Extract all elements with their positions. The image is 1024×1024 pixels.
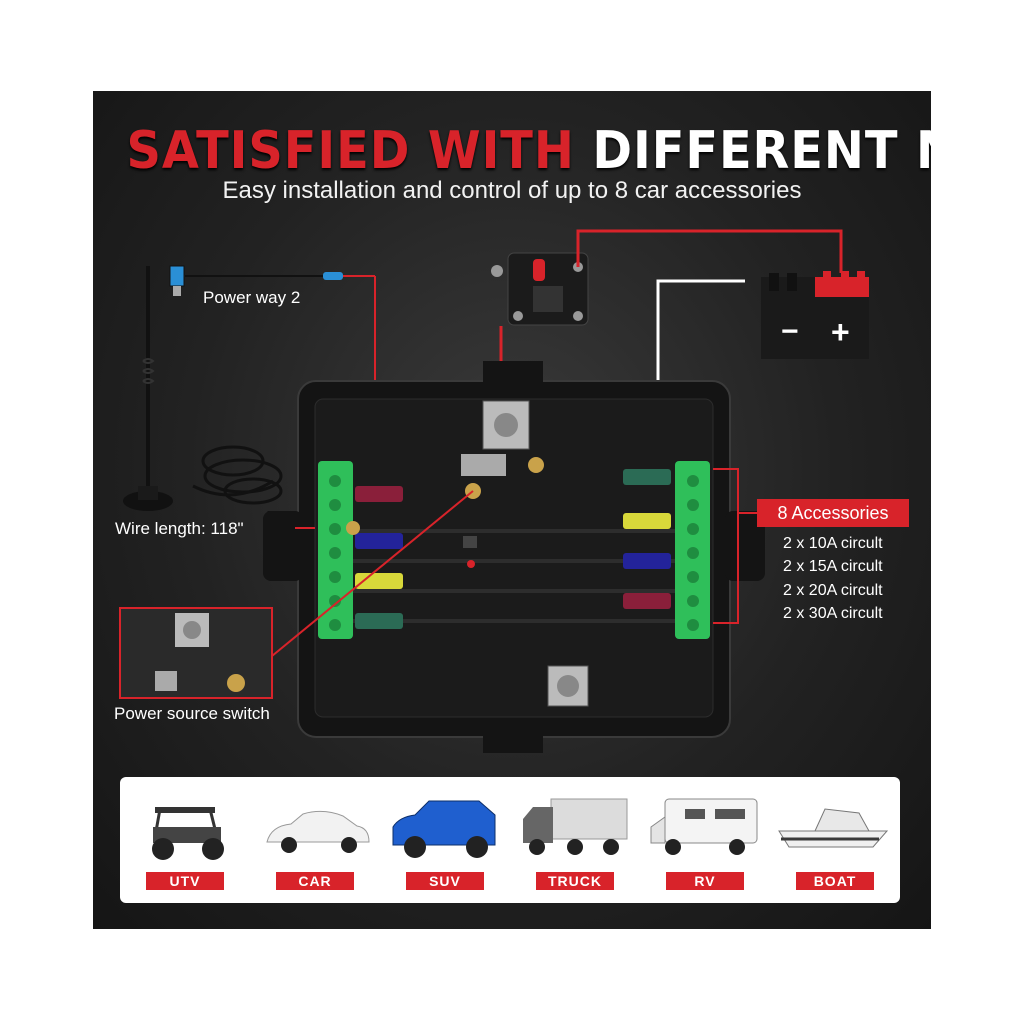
led-indicator-icon <box>467 560 475 568</box>
vehicle-boat: BOAT <box>775 777 895 903</box>
fuse-30a-right-icon <box>623 593 671 609</box>
car-icon <box>266 810 370 853</box>
headline-part2: DIFFERENT NEEDS <box>592 121 931 181</box>
vehicle-truck: TRUCK <box>515 777 635 903</box>
power-switch-label: Power source switch <box>114 704 270 723</box>
fuse-box-diagram: − + <box>119 229 869 753</box>
vehicle-label-truck: TRUCK <box>536 872 614 890</box>
vehicle-label-utv: UTV <box>146 872 224 890</box>
antenna-icon <box>123 266 173 511</box>
power-way-label: Power way 2 <box>203 288 301 307</box>
circuit-breaker-icon <box>491 252 589 326</box>
accessories-badge: 8 Accessories <box>757 499 909 527</box>
coiled-wire-icon <box>192 445 283 523</box>
left-terminal-strip <box>318 461 353 639</box>
vehicle-label-car: CAR <box>276 872 354 890</box>
fuse-30a-icon <box>355 486 403 502</box>
headline: SATISFIED WITH DIFFERENT NEEDS <box>126 121 931 181</box>
wire-length-label: Wire length: 118" <box>115 519 244 538</box>
truck-icon <box>523 798 628 855</box>
vehicle-suv: SUV <box>385 777 505 903</box>
power-switch-inset <box>119 607 273 699</box>
battery-minus: − <box>781 315 799 348</box>
fuse-15a-right-icon <box>623 553 671 569</box>
fuse-tap-icon <box>169 265 375 296</box>
vehicle-label-boat: BOAT <box>796 872 874 890</box>
subtitle: Easy installation and control of up to 8… <box>222 177 802 204</box>
circuit-label-2: 2 x 15A circult <box>783 558 883 575</box>
utv-icon <box>152 807 224 860</box>
fuse-10a-icon <box>355 613 403 629</box>
red-wire-battery <box>576 229 843 273</box>
suv-icon <box>392 800 496 858</box>
rv-icon <box>650 798 758 855</box>
fuse-10a-right-icon <box>623 469 671 485</box>
fuse-20a-right-icon <box>623 513 671 529</box>
fuse-box-housing <box>263 361 765 753</box>
circuit-label-1: 2 x 10A circult <box>783 535 883 552</box>
battery-plus: + <box>831 314 850 350</box>
led-icon <box>463 536 477 548</box>
ground-stud-icon <box>547 665 589 707</box>
headline-part1: SATISFIED WITH <box>126 121 575 181</box>
inset-pointer-line <box>271 490 474 657</box>
boat-icon <box>778 808 889 848</box>
fuse-tap-terminal-icon <box>346 521 360 535</box>
vehicle-rv: RV <box>645 777 765 903</box>
right-terminal-strip <box>675 461 710 639</box>
switch-terminal-icon <box>528 457 544 473</box>
accessories-bracket <box>713 468 739 624</box>
vehicle-label-rv: RV <box>666 872 744 890</box>
vehicle-car: CAR <box>255 777 375 903</box>
circuit-label-3: 2 x 20A circult <box>783 582 883 599</box>
fuse-15a-icon <box>355 533 403 549</box>
circuit-label-4: 2 x 30A circult <box>783 605 883 622</box>
product-panel: SATISFIED WITH DIFFERENT NEEDS Easy inst… <box>93 91 931 929</box>
power-source-switch-icon <box>461 454 506 476</box>
vehicle-strip: UTV CAR SUV TRUCK <box>120 777 900 903</box>
positive-stud-icon <box>482 400 530 450</box>
vehicle-label-suv: SUV <box>406 872 484 890</box>
vehicle-utv: UTV <box>125 777 245 903</box>
battery-icon <box>761 271 869 359</box>
